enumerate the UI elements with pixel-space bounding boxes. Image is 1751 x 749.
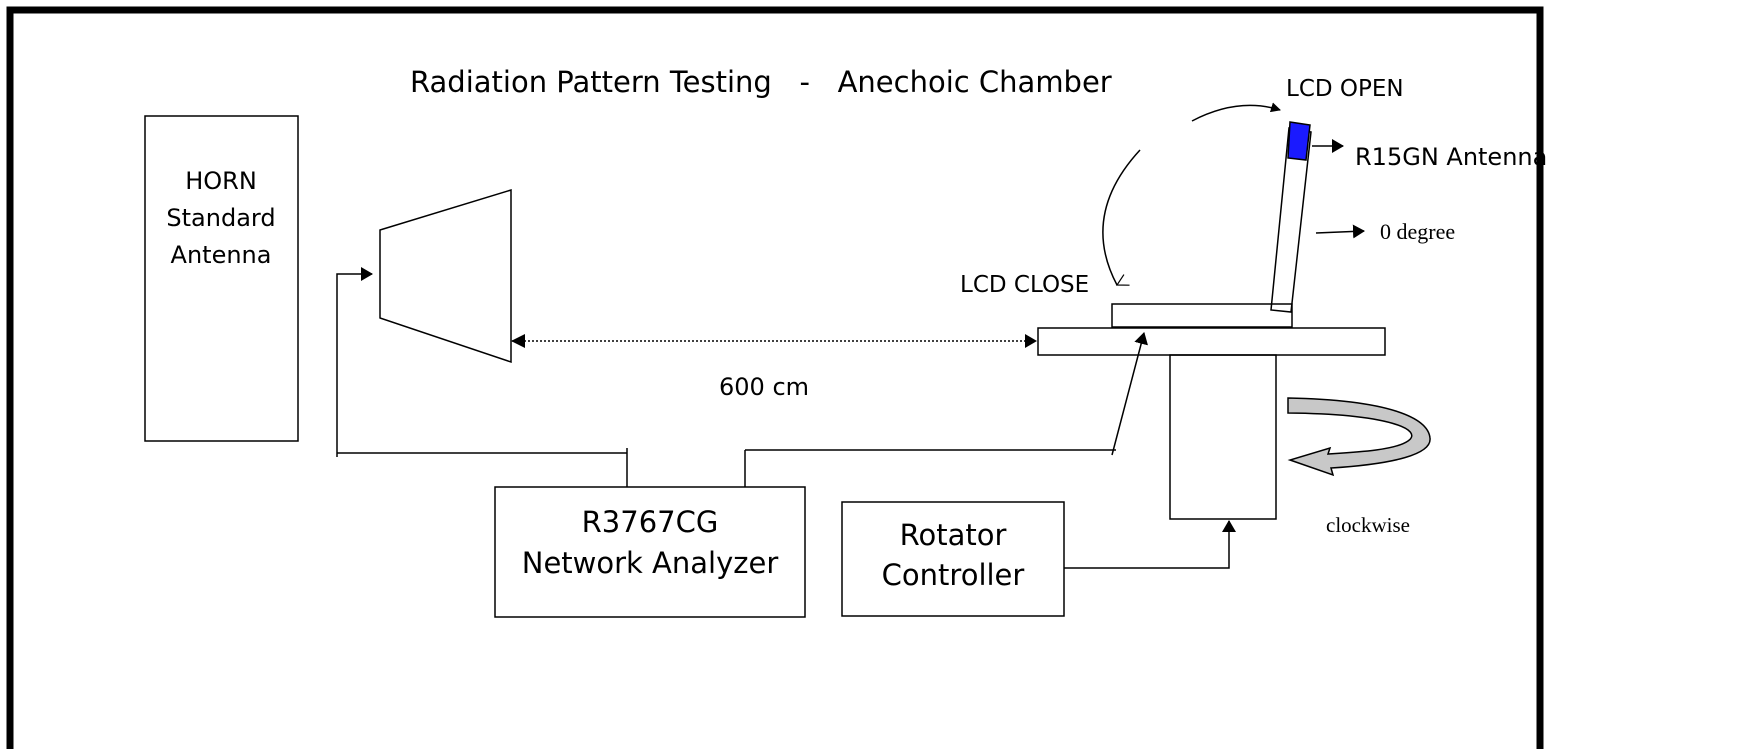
analyzer-label-line1: R3767CG xyxy=(582,505,719,539)
analyzer-label-line2: Network Analyzer xyxy=(522,546,779,580)
rotator-label-line2: Controller xyxy=(882,558,1025,592)
r15gn-antenna xyxy=(1287,121,1311,161)
zero-degree-label: 0 degree xyxy=(1380,219,1455,244)
clockwise-label: clockwise xyxy=(1326,513,1410,537)
horn-label-line1: HORN xyxy=(185,167,257,195)
antenna-label: R15GN Antenna xyxy=(1355,143,1547,171)
laptop-feed-arrow xyxy=(1111,332,1148,456)
lcd-open-label: LCD OPEN xyxy=(1286,76,1404,102)
horn-antenna-box xyxy=(144,115,299,442)
rotator-controller-box xyxy=(841,501,1065,617)
distance-label: 600 cm xyxy=(719,373,809,401)
turntable-platform xyxy=(1037,327,1386,356)
laptop-base xyxy=(1111,303,1293,328)
horn-shape xyxy=(379,188,512,364)
zero-degree-arrow xyxy=(1315,224,1365,239)
lcd-close-arrow xyxy=(1102,149,1141,286)
horn-label-line2: Standard xyxy=(166,204,275,232)
controller-to-pedestal-line xyxy=(1064,520,1236,569)
diagram-title: Radiation Pattern Testing - Anechoic Cha… xyxy=(410,65,1112,99)
horn-feed-line xyxy=(336,267,373,457)
rotator-label-line1: Rotator xyxy=(900,518,1007,552)
lcd-close-label: LCD CLOSE xyxy=(960,272,1089,298)
rotator-pedestal xyxy=(1169,354,1277,520)
horn-label-line3: Antenna xyxy=(171,241,272,269)
network-analyzer-box xyxy=(494,486,806,618)
outer-frame xyxy=(6,6,1544,749)
clockwise-rotation-arrow xyxy=(1287,397,1431,477)
lcd-open-arrow xyxy=(1191,102,1281,122)
